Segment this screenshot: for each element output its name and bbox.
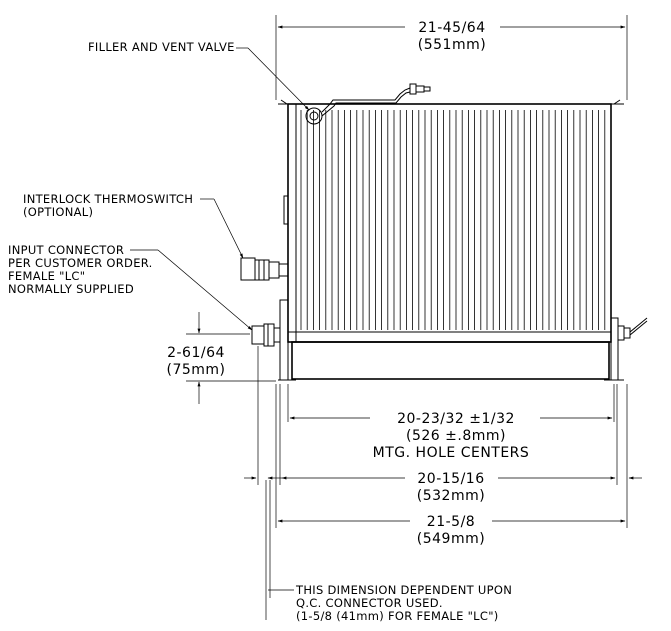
input-label-line3: FEMALE "LC" xyxy=(8,269,85,283)
note-line3: (1-5/8 (41mm) FOR FEMALE "LC") xyxy=(296,609,499,623)
height-dimension: 2-61/64 (75mm) xyxy=(166,312,276,404)
input-label-line2: PER CUSTOMER ORDER. xyxy=(8,256,153,270)
overall-bottom-dimension: 21-5/8 (549mm) xyxy=(277,514,626,547)
height-imperial: 2-61/64 xyxy=(167,345,225,361)
radiator-unit xyxy=(278,99,624,381)
base-width-imperial: 20-15/16 xyxy=(417,471,484,487)
height-metric: (75mm) xyxy=(166,362,225,378)
note-line1: THIS DIMENSION DEPENDENT UPON xyxy=(295,583,512,597)
connector-dimension-note: THIS DIMENSION DEPENDENT UPON Q.C. CONNE… xyxy=(268,583,512,623)
mounting-holes-metric: (526 ±.8mm) xyxy=(406,428,506,444)
overall-bottom-imperial: 21-5/8 xyxy=(427,514,475,530)
overall-top-dimension: 21-45/64 (551mm) xyxy=(275,15,628,100)
interlock-label-line1: INTERLOCK THERMOSWITCH xyxy=(23,192,193,206)
interlock-thermoswitch: INTERLOCK THERMOSWITCH (OPTIONAL) xyxy=(23,192,289,281)
right-side-fitting xyxy=(617,317,648,341)
input-label-line1: INPUT CONNECTOR xyxy=(8,243,124,257)
overall-top-metric: (551mm) xyxy=(418,37,486,53)
filler-vent-valve: FILLER AND VENT VALVE xyxy=(88,40,431,125)
cooling-fins xyxy=(300,110,606,330)
overall-top-imperial: 21-45/64 xyxy=(418,20,485,36)
interlock-label-line2: (OPTIONAL) xyxy=(23,205,93,219)
mounting-hole-dimension: 20-23/32 ±1/32 (526 ±.8mm) MTG. HOLE CEN… xyxy=(289,411,613,461)
filler-vent-valve-label: FILLER AND VENT VALVE xyxy=(88,40,235,54)
overall-bottom-metric: (549mm) xyxy=(417,531,485,547)
extension-lines xyxy=(257,346,628,620)
base-width-metric: (532mm) xyxy=(417,488,485,504)
mounting-holes-caption: MTG. HOLE CENTERS xyxy=(373,445,530,461)
base-width-dimension: 20-15/16 (532mm) xyxy=(244,471,642,504)
input-label-line4: NORMALLY SUPPLIED xyxy=(8,282,134,296)
note-line2: Q.C. CONNECTOR USED. xyxy=(296,596,443,610)
input-connector: INPUT CONNECTOR PER CUSTOMER ORDER. FEMA… xyxy=(8,243,281,347)
mounting-holes-imperial: 20-23/32 ±1/32 xyxy=(397,411,515,427)
